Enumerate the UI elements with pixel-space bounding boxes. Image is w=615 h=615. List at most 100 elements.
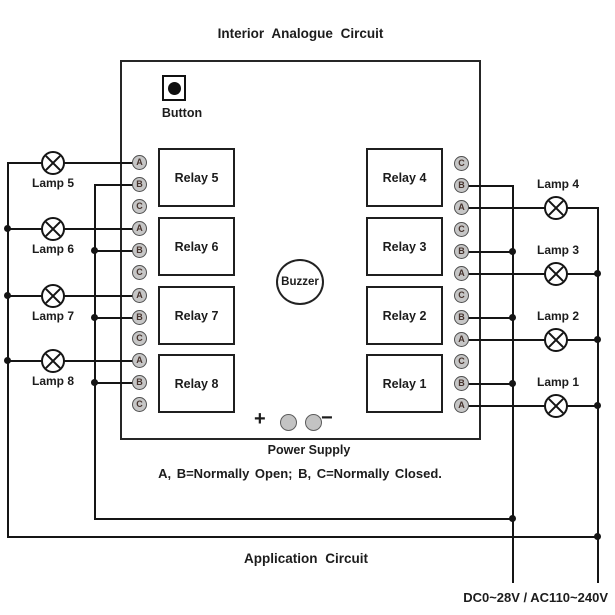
- lamp-6-icon: [41, 217, 65, 241]
- voltage-range-label: DC0~28V / AC110~240V: [463, 590, 608, 605]
- relay-3-box: Relay 3: [366, 217, 443, 276]
- lamp-7-icon: [41, 284, 65, 308]
- terminal-b: B: [454, 244, 469, 259]
- application-circuit-label: Application Circuit: [243, 551, 368, 566]
- relay-2-box: Relay 2: [366, 286, 443, 345]
- junction-dot: [594, 402, 601, 409]
- relay6-b-wire: [94, 250, 140, 252]
- lamp-5-label: Lamp 5: [31, 176, 74, 190]
- terminal-a: A: [132, 353, 147, 368]
- relay-8-box: Relay 8: [158, 354, 235, 413]
- terminal-c: C: [132, 331, 147, 346]
- terminal-b: B: [454, 376, 469, 391]
- buzzer-label: Buzzer: [281, 276, 319, 288]
- terminal-c: C: [454, 354, 469, 369]
- lamp-3-icon: [544, 262, 568, 286]
- minus-sign: −: [321, 407, 333, 429]
- relay-label: Relay 7: [174, 308, 219, 323]
- power-terminal-negative-icon: [305, 414, 322, 431]
- lamp-3-label: Lamp 3: [536, 243, 579, 257]
- terminal-b: B: [132, 375, 147, 390]
- lamp-8-icon: [41, 349, 65, 373]
- lamp-8-label: Lamp 8: [31, 374, 74, 388]
- lamp-4-icon: [544, 196, 568, 220]
- relay1-b-wire: [461, 383, 514, 385]
- lamp-2-label: Lamp 2: [536, 309, 579, 323]
- relay-label: Relay 8: [174, 376, 219, 391]
- terminal-c: C: [132, 397, 147, 412]
- terminal-b: B: [132, 243, 147, 258]
- terminal-c: C: [454, 288, 469, 303]
- terminal-a: A: [132, 221, 147, 236]
- bottom-lamp-wire: [7, 536, 599, 538]
- junction-dot: [4, 292, 11, 299]
- junction-dot: [509, 248, 516, 255]
- junction-dot: [509, 314, 516, 321]
- power-supply-label: Power Supply: [267, 443, 351, 457]
- power-terminal-positive-icon: [280, 414, 297, 431]
- relay3-b-wire: [461, 251, 514, 253]
- lamp3-row-wire: [461, 273, 599, 275]
- terminal-b: B: [132, 177, 147, 192]
- bottom-b-wire: [94, 518, 514, 520]
- lamp-6-label: Lamp 6: [31, 242, 74, 256]
- terminal-a: A: [454, 200, 469, 215]
- relay2-b-wire: [461, 317, 514, 319]
- lamp-7-label: Lamp 7: [31, 309, 74, 323]
- left-b-bus-wire: [94, 184, 96, 520]
- button-dot-icon: [167, 81, 181, 95]
- terminal-a: A: [454, 332, 469, 347]
- relay7-b-wire: [94, 317, 140, 319]
- diagram-title: Interior Analogue Circuit: [217, 26, 384, 41]
- lamp2-row-wire: [461, 339, 599, 341]
- relay-1-box: Relay 1: [366, 354, 443, 413]
- lamp-4-label: Lamp 4: [536, 177, 579, 191]
- relay-7-box: Relay 7: [158, 286, 235, 345]
- relay5-b-wire: [94, 184, 140, 186]
- relay-label: Relay 4: [382, 170, 427, 185]
- lamp5-row-wire: [7, 162, 140, 164]
- relay-6-box: Relay 6: [158, 217, 235, 276]
- lamp-1-label: Lamp 1: [536, 375, 579, 389]
- junction-dot: [594, 533, 601, 540]
- terminal-c: C: [454, 156, 469, 171]
- junction-dot: [91, 379, 98, 386]
- button-label: Button: [161, 106, 203, 120]
- terminal-a: A: [132, 155, 147, 170]
- terminal-b: B: [132, 310, 147, 325]
- junction-dot: [509, 380, 516, 387]
- lamp-1-icon: [544, 394, 568, 418]
- terminal-a: A: [132, 288, 147, 303]
- junction-dot: [594, 336, 601, 343]
- junction-dot: [4, 357, 11, 364]
- relay-label: Relay 3: [382, 239, 427, 254]
- relay-5-box: Relay 5: [158, 148, 235, 207]
- relay-4-box: Relay 4: [366, 148, 443, 207]
- button-icon: [162, 75, 186, 101]
- junction-dot: [594, 270, 601, 277]
- terminal-b: B: [454, 310, 469, 325]
- relay8-b-wire: [94, 382, 140, 384]
- lamp4-row-wire: [461, 207, 599, 209]
- terminal-a: A: [454, 398, 469, 413]
- terminal-c: C: [454, 222, 469, 237]
- relay4-b-wire: [461, 185, 514, 187]
- terminal-c: C: [132, 199, 147, 214]
- plus-sign: +: [254, 408, 266, 430]
- relay-label: Relay 6: [174, 239, 219, 254]
- left-lamp-bus-wire: [7, 162, 9, 538]
- junction-dot: [4, 225, 11, 232]
- right-lamp-bus-wire: [597, 207, 599, 583]
- relay-label: Relay 2: [382, 308, 427, 323]
- contact-note: A, B=Normally Open; B, C=Normally Closed…: [158, 466, 442, 481]
- buzzer-icon: Buzzer: [276, 259, 324, 305]
- terminal-b: B: [454, 178, 469, 193]
- lamp1-row-wire: [461, 405, 599, 407]
- terminal-a: A: [454, 266, 469, 281]
- relay-label: Relay 1: [382, 376, 427, 391]
- lamp7-row-wire: [7, 295, 140, 297]
- relay-label: Relay 5: [174, 170, 219, 185]
- junction-dot: [91, 247, 98, 254]
- lamp8-row-wire: [7, 360, 140, 362]
